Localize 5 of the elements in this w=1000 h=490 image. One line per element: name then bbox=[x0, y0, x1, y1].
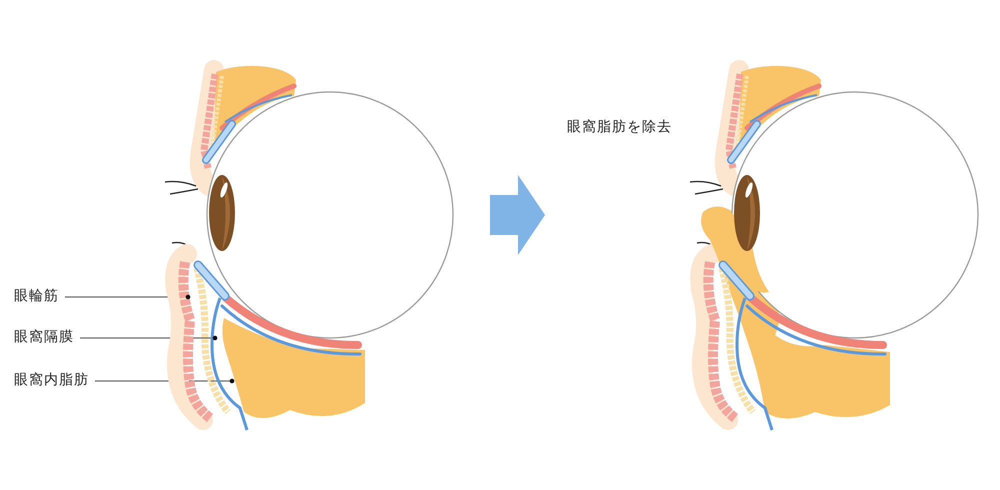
part-label: 眼窩隔膜 bbox=[14, 328, 74, 346]
caption-text: 眼窩脂肪を除去 bbox=[567, 118, 672, 136]
part-label: 眼輪筋 bbox=[14, 287, 59, 305]
block-arrow bbox=[490, 175, 545, 255]
part-label: 眼窩内脂肪 bbox=[14, 371, 89, 389]
